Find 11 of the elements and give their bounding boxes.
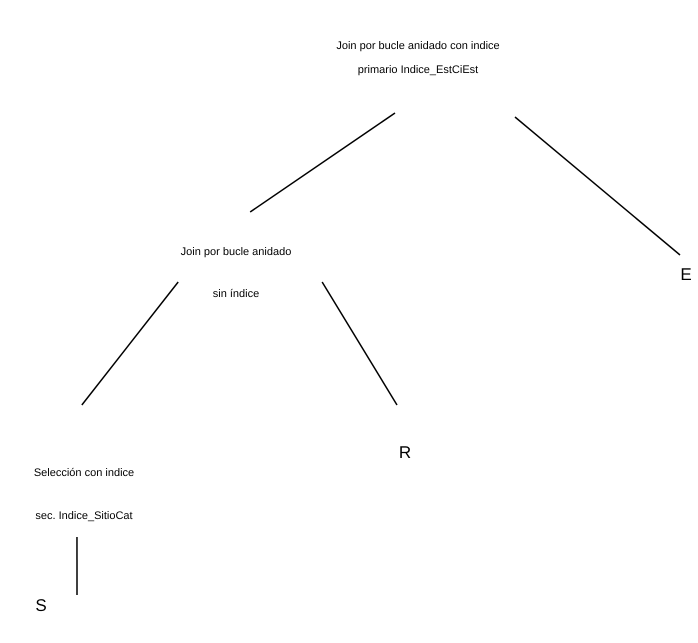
connector-line [322, 282, 398, 406]
node-label: Selección con indice sec. Indice_SitioCat [30, 452, 138, 538]
node-label: Join por bucle anidado con indice primario Indice_EstCiEst [318, 34, 518, 82]
node-label: E [676, 265, 696, 285]
connector-line [81, 282, 179, 406]
connector-line [76, 537, 78, 595]
connector-line [514, 116, 680, 256]
node-label: Join por bucle anidado sin índice [177, 231, 295, 315]
connector-line [250, 112, 396, 213]
node-label: R [395, 443, 415, 463]
node-label: S [31, 596, 51, 616]
